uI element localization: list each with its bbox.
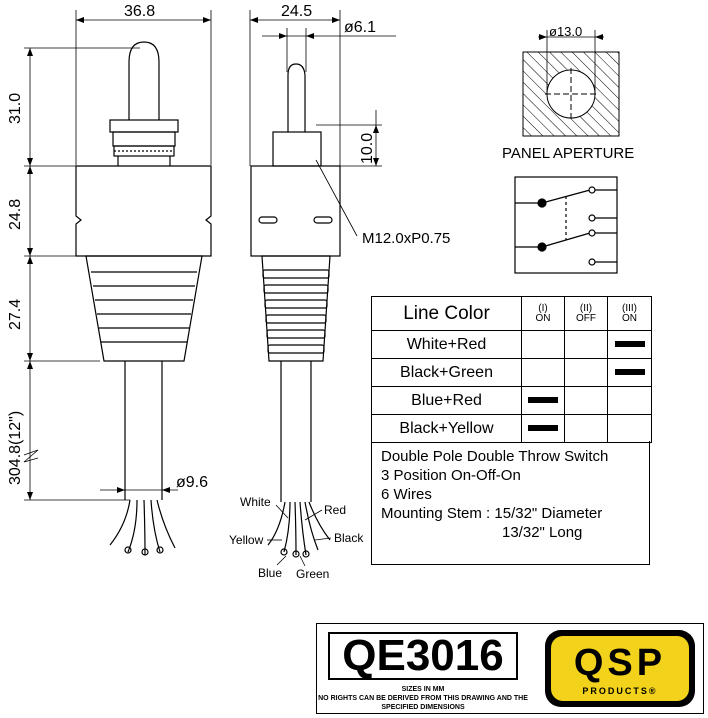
cell	[564, 330, 608, 359]
dim-stem-length: 10.0	[359, 133, 376, 164]
cell	[607, 414, 652, 443]
dim-aperture-diameter: ø13.0	[549, 24, 582, 39]
row-label: Blue+Red	[371, 386, 522, 415]
cell	[521, 330, 565, 359]
panel-aperture-label: PANEL APERTURE	[502, 145, 634, 162]
thread-label: M12.0xP0.75	[362, 230, 450, 247]
cell	[564, 414, 608, 443]
side-view	[249, 10, 396, 567]
dim-lever-length: 31.0	[7, 93, 24, 124]
position-3-header: (III)ON	[607, 296, 652, 331]
desc-line: Double Pole Double Throw Switch	[381, 448, 609, 465]
cell	[607, 358, 652, 387]
row-label: White+Red	[371, 330, 522, 359]
desc-line: Mounting Stem : 15/32" Diameter	[381, 505, 603, 522]
desc-line: 3 Position On-Off-On	[381, 467, 521, 484]
part-number: QE3016	[328, 632, 518, 680]
cell	[564, 386, 608, 415]
title-block: QE3016 SIZES IN MM NO RIGHTS CAN BE DERI…	[316, 623, 704, 714]
line-color-header: Line Color	[371, 296, 522, 331]
row-label: Black+Green	[371, 358, 522, 387]
table-row: White+Red	[371, 330, 652, 359]
panel-aperture-drawing	[522, 30, 620, 137]
dim-lever-diameter: ø6.1	[344, 19, 376, 36]
wire-label-red: Red	[324, 503, 346, 517]
note-line: SIZES IN MM	[401, 686, 445, 693]
table-row: Blue+Red	[371, 386, 652, 415]
table-row: Black+Green	[371, 358, 652, 387]
front-view	[23, 10, 212, 556]
note-line: NO RIGHTS CAN BE DERIVED FROM THIS DRAWI…	[318, 695, 528, 702]
row-label: Black+Yellow	[371, 414, 522, 443]
wire-label-yellow: Yellow	[229, 533, 264, 547]
dim-cable-length: 304.8(12")	[7, 411, 24, 485]
table-row: Black+Yellow	[371, 414, 652, 443]
note-line: SPECIFIED DIMENSIONS	[381, 704, 465, 711]
dim-width-side: 24.5	[281, 3, 312, 20]
wire-label-white: White	[240, 495, 271, 509]
active-bar	[614, 341, 645, 348]
active-bar	[528, 425, 558, 432]
cell	[521, 386, 565, 415]
cell	[564, 358, 608, 387]
wire-label-black: Black	[334, 531, 364, 545]
cell	[607, 330, 652, 359]
logo-text: QSP	[573, 642, 667, 684]
switch-schematic	[514, 176, 618, 274]
wire-label-blue: Blue	[258, 566, 282, 580]
qsp-logo: QSP PRODUCTS®	[545, 630, 695, 707]
sizes-note: SIZES IN MM NO RIGHTS CAN BE DERIVED FRO…	[317, 685, 529, 712]
cell	[521, 414, 565, 443]
dim-cable-diameter: ø9.6	[176, 474, 208, 491]
cell	[607, 386, 652, 415]
desc-line: 6 Wires	[381, 486, 432, 503]
position-1-header: (I)ON	[521, 296, 565, 331]
line-color-table: Line Color (I)ON (II)OFF (III)ON White+R…	[371, 296, 652, 443]
desc-line: 13/32" Long	[502, 524, 583, 541]
wire-label-green: Green	[296, 567, 329, 581]
logo-sub: PRODUCTS®	[582, 686, 658, 696]
position-2-header: (II)OFF	[564, 296, 608, 331]
dim-width-body: 36.8	[124, 3, 155, 20]
cell	[521, 358, 565, 387]
dim-boot-length: 27.4	[7, 299, 24, 330]
description-box: Double Pole Double Throw Switch 3 Positi…	[371, 441, 650, 565]
dim-body-length: 24.8	[7, 199, 24, 230]
active-bar	[614, 369, 645, 376]
active-bar	[528, 397, 558, 404]
